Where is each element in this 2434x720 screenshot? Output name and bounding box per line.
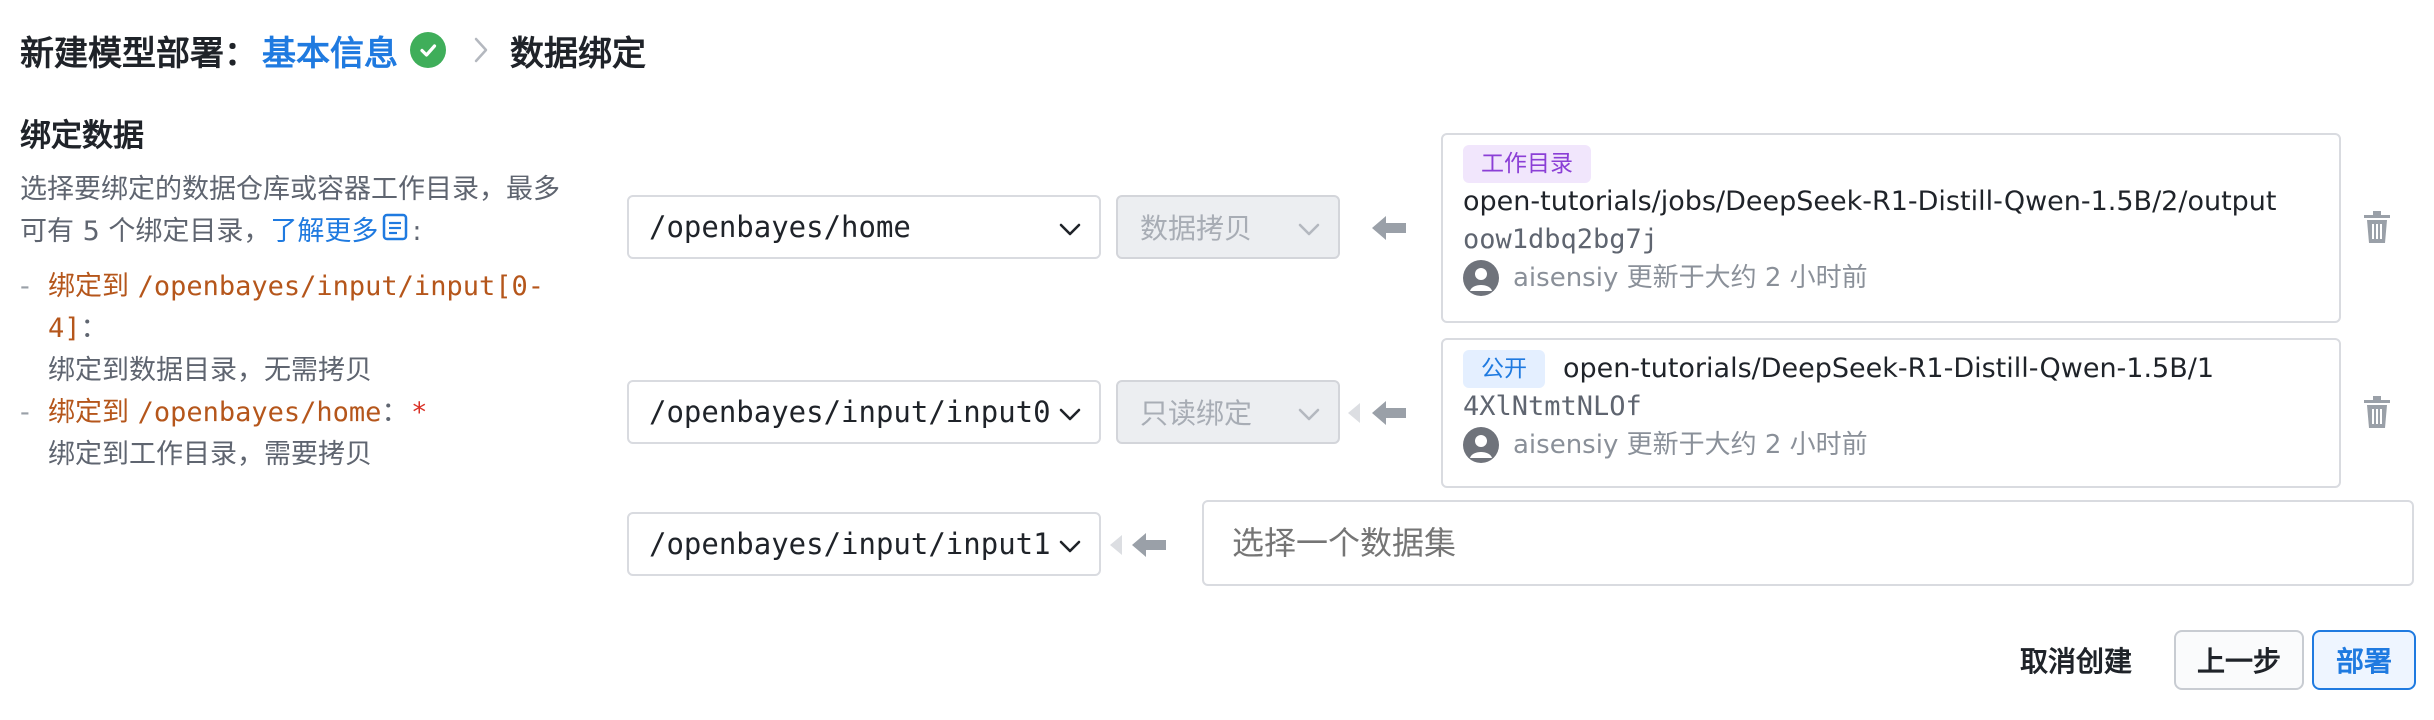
chevron-down-icon — [1298, 211, 1320, 244]
binding-card-workdir[interactable]: 工作目录 open-tutorials/jobs/DeepSeek-R1-Dis… — [1441, 133, 2341, 323]
chevron-down-icon — [1298, 396, 1320, 429]
desc-line-1: 选择要绑定的数据仓库或容器工作目录，最多 — [20, 174, 560, 205]
rule-description: 绑定到工作目录，需要拷贝 — [48, 438, 372, 470]
trash-icon[interactable] — [2362, 395, 2392, 433]
binding-rules: - 绑定到 /openbayes/input/input[0- 4]： 绑定到数… — [20, 266, 590, 476]
double-arrow-left-icon — [1108, 529, 1172, 561]
chevron-down-icon — [1059, 527, 1081, 561]
binding-card-public[interactable]: 公开 open-tutorials/DeepSeek-R1-Distill-Qw… — [1441, 338, 2341, 488]
card-updated: 更新于大约 2 小时前 — [1626, 263, 1868, 293]
cancel-button[interactable]: 取消创建 — [2020, 645, 2133, 678]
path-select-home[interactable]: /openbayes/home — [627, 195, 1101, 259]
path-select-value: /openbayes/home — [649, 210, 911, 244]
learn-more-link[interactable]: 了解更多 — [270, 213, 412, 247]
desc-colon: : — [412, 216, 422, 247]
mode-select-value: 数据拷贝 — [1140, 212, 1253, 245]
page-breadcrumb: 新建模型部署： 基本信息 数据绑定 — [20, 22, 646, 78]
arrow-left-icon — [1370, 212, 1410, 244]
chevron-down-icon — [1059, 395, 1081, 429]
previous-step-button[interactable]: 上一步 — [2174, 630, 2304, 690]
avatar — [1463, 260, 1499, 296]
desc-line-2: 可有 5 个绑定目录， — [20, 216, 271, 247]
tag-badge: 公开 — [1463, 350, 1545, 388]
learn-more-label: 了解更多 — [270, 216, 379, 247]
card-title: open-tutorials/jobs/DeepSeek-R1-Distill-… — [1463, 186, 2277, 217]
chevron-right-icon — [474, 37, 488, 63]
path-select-input1[interactable]: /openbayes/input/input1 — [627, 512, 1101, 576]
mode-select-readonly[interactable]: 只读绑定 — [1116, 380, 1340, 444]
step-data-binding: 数据绑定 — [510, 33, 646, 74]
section-title: 绑定数据 — [20, 118, 144, 154]
card-updated: 更新于大约 2 小时前 — [1626, 430, 1868, 460]
path-select-value: /openbayes/input/input0 — [649, 395, 1051, 429]
rule-path: /openbayes/input/input[0- — [137, 270, 544, 302]
rule-item-input: - 绑定到 /openbayes/input/input[0- 4]： 绑定到数… — [20, 266, 590, 392]
double-arrow-left-icon — [1346, 397, 1410, 429]
rule-description: 绑定到数据目录，无需拷贝 — [48, 354, 372, 386]
rule-path: /openbayes/home — [137, 396, 382, 428]
card-id: oow1dbq2bg7j — [1463, 224, 1659, 255]
card-meta: aisensiy 更新于大约 2 小时前 — [1463, 259, 2319, 297]
card-id: 4XlNtmtNLOf — [1463, 391, 1642, 422]
chevron-down-icon — [1059, 210, 1081, 244]
check-circle-icon — [410, 32, 446, 68]
mode-select-copy[interactable]: 数据拷贝 — [1116, 195, 1340, 259]
card-title: open-tutorials/DeepSeek-R1-Distill-Qwen-… — [1563, 353, 2215, 384]
page-title: 新建模型部署： — [20, 33, 258, 74]
path-select-value: /openbayes/input/input1 — [649, 527, 1051, 561]
deploy-button[interactable]: 部署 — [2312, 630, 2416, 690]
document-icon — [382, 212, 408, 254]
mode-select-value: 只读绑定 — [1140, 397, 1253, 430]
section-description: 选择要绑定的数据仓库或容器工作目录，最多 可有 5 个绑定目录，了解更多: — [20, 169, 590, 254]
binding-help-panel: 绑定数据 选择要绑定的数据仓库或容器工作目录，最多 可有 5 个绑定目录，了解更… — [20, 115, 590, 476]
required-marker: * — [412, 396, 426, 428]
dataset-select-input[interactable] — [1202, 500, 2414, 586]
tag-badge: 工作目录 — [1463, 145, 1591, 183]
rule-item-home: - 绑定到 /openbayes/home：* 绑定到工作目录，需要拷贝 — [20, 392, 590, 476]
card-user: aisensiy — [1513, 263, 1619, 293]
trash-icon[interactable] — [2362, 210, 2392, 248]
path-select-input0[interactable]: /openbayes/input/input0 — [627, 380, 1101, 444]
card-meta: aisensiy 更新于大约 2 小时前 — [1463, 426, 2319, 464]
avatar — [1463, 427, 1499, 463]
card-user: aisensiy — [1513, 430, 1619, 460]
step-basic-info[interactable]: 基本信息 — [262, 33, 398, 74]
